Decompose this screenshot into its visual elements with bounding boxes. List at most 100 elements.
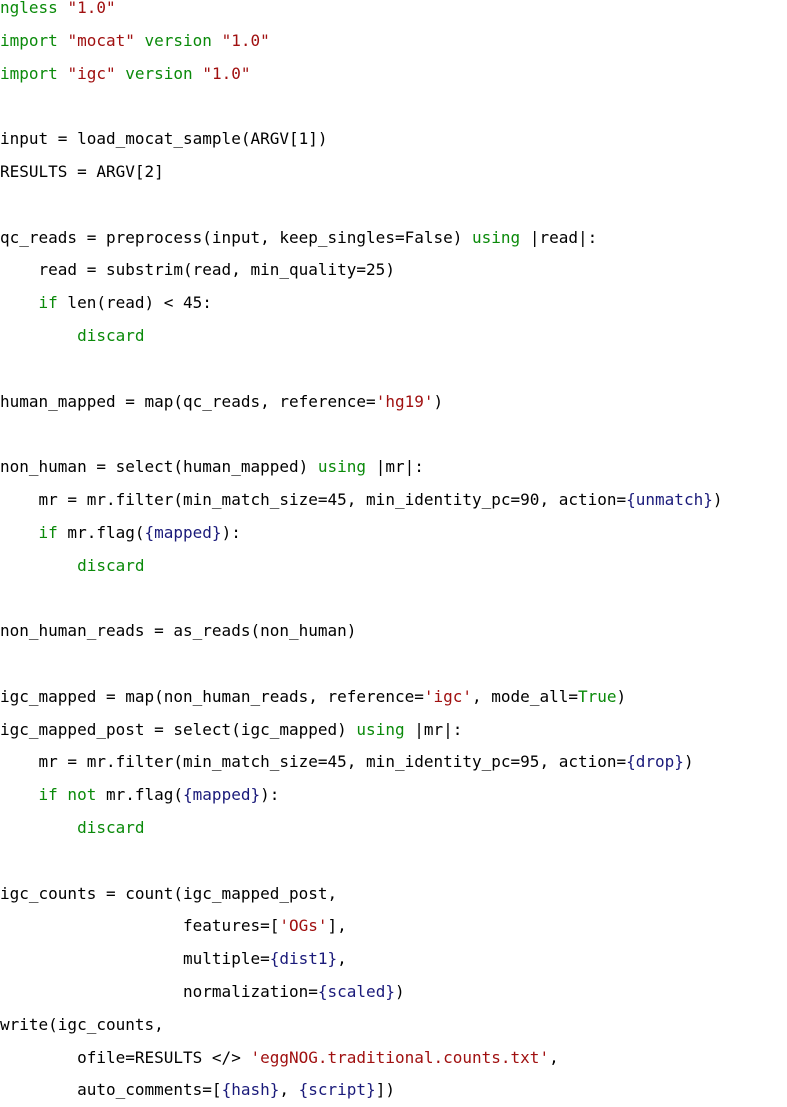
code-line: igc_mapped_post = select(igc_mapped) usi…	[0, 714, 722, 747]
code-token: ,	[337, 949, 347, 969]
code-line: ngless "1.0"	[0, 0, 722, 25]
code-token-kw: discard	[77, 817, 145, 837]
code-line: features=['OGs'],	[0, 910, 722, 943]
code-token-str: "igc"	[67, 63, 116, 83]
code-line: mr = mr.filter(min_match_size=45, min_id…	[0, 484, 723, 517]
code-token-kw: using	[472, 227, 521, 247]
code-line: write(igc_counts,	[0, 1009, 722, 1042]
code-token: |read|:	[520, 227, 598, 247]
code-token-str: "1.0"	[202, 63, 251, 83]
code-token-sym: {mapped}	[183, 785, 261, 805]
code-token: len(read) < 45:	[57, 293, 212, 313]
code-token: ,	[549, 1047, 559, 1067]
code-token: read = substrim(read, min_quality=25)	[0, 260, 395, 280]
code-token-str: "1.0"	[67, 0, 116, 17]
code-token: RESULTS = ARGV[2]	[0, 161, 164, 181]
code-line	[0, 90, 722, 123]
code-token: write(igc_counts,	[0, 1014, 164, 1034]
code-line: discard	[0, 812, 722, 845]
code-token: igc_mapped = map(non_human_reads, refere…	[0, 686, 424, 706]
code-line: igc_counts = count(igc_mapped_post,	[0, 878, 722, 911]
code-token-str: "mocat"	[67, 30, 135, 50]
code-token	[0, 785, 39, 804]
code-token-kw: version	[115, 63, 203, 83]
code-token-str: 'OGs'	[279, 916, 328, 936]
code-token: )	[394, 981, 405, 1001]
code-line: non_human = select(human_mapped) using |…	[0, 451, 722, 484]
code-token: mr = mr.filter(min_match_size=45, min_id…	[0, 489, 627, 509]
code-token-bool: True	[577, 686, 617, 706]
code-token: input = load_mocat_sample(ARGV[1])	[0, 129, 328, 149]
code-token: auto_comments=[	[0, 1080, 222, 1100]
code-token: igc_mapped_post = select(igc_mapped)	[0, 719, 357, 739]
code-line: mr = mr.filter(min_match_size=45, min_id…	[0, 746, 722, 779]
code-token-str: 'hg19'	[375, 391, 434, 411]
code-token	[0, 293, 39, 312]
code-line	[0, 418, 722, 451]
code-token: non_human_reads = as_reads(non_human)	[0, 621, 357, 641]
code-token: ofile=RESULTS </>	[0, 1047, 251, 1067]
code-token: mr.flag(	[96, 785, 184, 805]
code-editor[interactable]: ngless "1.0"import "mocat" version "1.0"…	[0, 0, 722, 1107]
code-token: multiple=	[0, 949, 270, 969]
code-line	[0, 582, 722, 615]
code-line: import "mocat" version "1.0"	[0, 25, 722, 58]
code-token: features=[	[0, 916, 280, 936]
code-token-sym: {scaled}	[317, 981, 395, 1001]
code-token: mr.flag(	[57, 522, 145, 542]
code-line	[0, 189, 722, 222]
code-token: ):	[260, 785, 280, 805]
code-line	[0, 648, 722, 681]
code-token-str: 'igc'	[423, 686, 473, 706]
code-token-kw: ngless	[0, 0, 68, 17]
code-token: , mode_all=	[472, 686, 578, 706]
code-line: ofile=RESULTS </> 'eggNOG.traditional.co…	[0, 1042, 722, 1075]
code-token: non_human = select(human_mapped)	[0, 457, 318, 477]
code-token	[0, 556, 77, 575]
code-line: normalization={scaled})	[0, 976, 722, 1009]
code-token: )	[712, 489, 723, 509]
code-token-kw: import	[0, 30, 68, 50]
code-token	[0, 523, 39, 542]
code-token: ])	[375, 1080, 395, 1100]
code-token-kw: if not	[38, 785, 97, 805]
code-token: )	[616, 686, 627, 706]
code-token-kw: using	[356, 719, 405, 739]
code-token: ],	[327, 916, 347, 936]
code-line: human_mapped = map(qc_reads, reference='…	[0, 386, 722, 419]
code-line: read = substrim(read, min_quality=25)	[0, 254, 722, 287]
code-line: multiple={dist1},	[0, 943, 722, 976]
code-token-sym: {dist1}	[269, 949, 338, 969]
code-token: )	[683, 752, 694, 772]
code-line: qc_reads = preprocess(input, keep_single…	[0, 222, 722, 255]
code-token-kw: discard	[77, 325, 145, 345]
code-token-kw: import	[0, 63, 68, 83]
code-line: if mr.flag({mapped}):	[0, 517, 722, 550]
code-token-kw: using	[317, 457, 367, 477]
code-token: qc_reads = preprocess(input, keep_single…	[0, 227, 473, 247]
code-line: import "igc" version "1.0"	[0, 58, 722, 91]
code-token: mr = mr.filter(min_match_size=45, min_id…	[0, 752, 627, 772]
code-line: RESULTS = ARGV[2]	[0, 156, 722, 189]
code-token: |mr|:	[404, 719, 463, 739]
code-token: ):	[221, 522, 241, 542]
code-token-sym: {drop}	[626, 752, 684, 772]
code-token-sym: {mapped}	[144, 522, 222, 542]
code-token-kw: if	[38, 522, 58, 542]
code-token-sym: {script}	[298, 1080, 376, 1100]
code-line: discard	[0, 550, 722, 583]
code-token-kw: if	[38, 293, 58, 313]
code-token: ,	[279, 1080, 299, 1100]
code-token	[0, 818, 77, 837]
code-token-sym: {hash}	[221, 1080, 280, 1100]
code-line	[0, 353, 722, 386]
code-line: input = load_mocat_sample(ARGV[1])	[0, 123, 722, 156]
code-token: igc_counts = count(igc_mapped_post,	[0, 883, 338, 903]
code-line: if not mr.flag({mapped}):	[0, 779, 722, 812]
code-line: auto_comments=[{hash}, {script}])	[0, 1074, 722, 1107]
code-token-kw: discard	[77, 555, 145, 575]
code-token: human_mapped = map(qc_reads, reference=	[0, 391, 376, 411]
code-line: discard	[0, 320, 722, 353]
code-token-sym: {unmatch}	[626, 489, 713, 509]
code-token: normalization=	[0, 981, 318, 1001]
